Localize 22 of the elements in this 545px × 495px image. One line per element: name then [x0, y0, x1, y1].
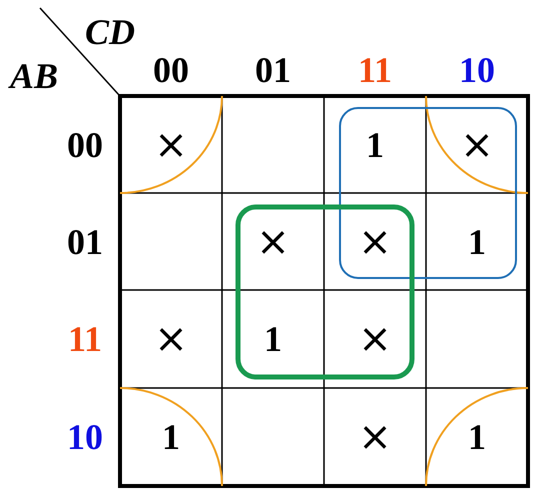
column-header: 11: [358, 52, 392, 88]
row-header: 01: [67, 224, 103, 260]
cell-value: 1: [366, 126, 384, 162]
cell-value: ×: [358, 417, 392, 457]
row-header: 10: [67, 419, 103, 455]
cell-value: 1: [468, 419, 486, 455]
cell-value: 1: [264, 321, 282, 357]
cell-value: ×: [358, 222, 392, 262]
cell-value: 1: [468, 224, 486, 260]
variable-label: CD: [85, 14, 135, 50]
column-header: 00: [153, 52, 189, 88]
column-header: 01: [255, 52, 291, 88]
cell-value: ×: [154, 319, 188, 359]
cell-value: ×: [154, 124, 188, 164]
cell-value: ×: [256, 222, 290, 262]
cell-value: 1: [162, 419, 180, 455]
cell-value: ×: [358, 319, 392, 359]
column-header: 10: [459, 52, 495, 88]
row-header: 00: [67, 126, 103, 162]
cell-value: ×: [460, 124, 494, 164]
variable-label: AB: [10, 58, 58, 94]
row-header: 11: [68, 321, 102, 357]
